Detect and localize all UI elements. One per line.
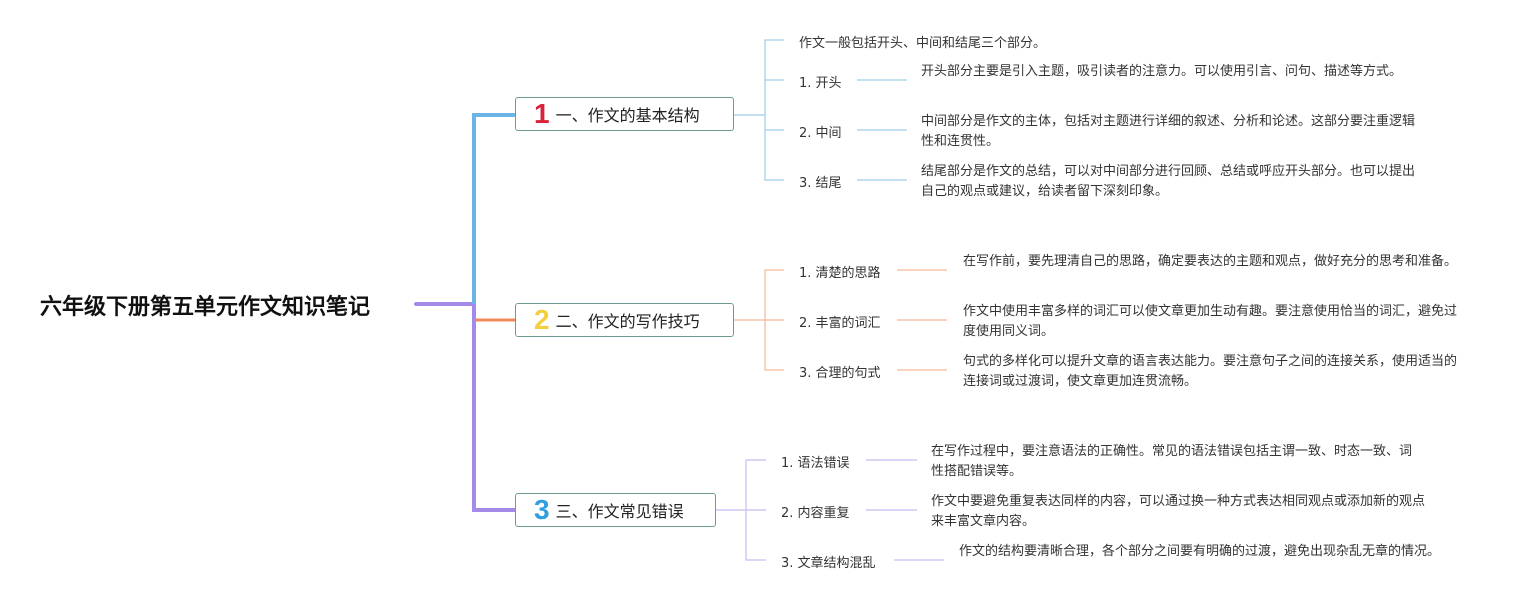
section-3-item-1-label[interactable]: 1. 语法错误 <box>781 456 850 471</box>
section-3-item-3-text[interactable]: 作文的结构要清晰合理，各个部分之间要有明确的过渡，避免出现杂乱无章的情况。 <box>959 544 1441 559</box>
section-1-intro[interactable]: 作文一般包括开头、中间和结尾三个部分。 <box>799 36 1047 51</box>
section-1-node[interactable]: 1 一、作文的基本结构 <box>515 97 734 131</box>
section-2-item-2-text[interactable]: 作文中使用丰富多样的词汇可以使文章更加生动有趣。要注意使用恰当的词汇，避免过度使… <box>963 304 1458 339</box>
section-3-number: 3 <box>534 494 550 525</box>
section-3-item-1-text[interactable]: 在写作过程中，要注意语法的正确性。常见的语法错误包括主谓一致、时态一致、词性搭配… <box>931 444 1413 479</box>
section-3-item-2-text[interactable]: 作文中要避免重复表达同样的内容，可以通过换一种方式表达相同观点或添加新的观点来丰… <box>931 494 1426 529</box>
section-1-item-1-text[interactable]: 开头部分主要是引入主题，吸引读者的注意力。可以使用引言、问句、描述等方式。 <box>921 64 1403 79</box>
section-3-item-3-label[interactable]: 3. 文章结构混乱 <box>781 556 876 571</box>
section-1-item-3-text[interactable]: 结尾部分是作文的总结，可以对中间部分进行回顾、总结或呼应开头部分。也可以提出自己… <box>921 164 1416 199</box>
section-1-item-3-label[interactable]: 3. 结尾 <box>799 176 842 191</box>
section-2-title: 二、作文的写作技巧 <box>555 312 700 331</box>
section-1-item-1-label[interactable]: 1. 开头 <box>799 76 842 91</box>
section-2-item-1-label[interactable]: 1. 清楚的思路 <box>799 266 881 281</box>
section-3-item-2-label[interactable]: 2. 内容重复 <box>781 506 850 521</box>
section-2-branches <box>734 269 947 371</box>
section-1-item-2-text[interactable]: 中间部分是作文的主体，包括对主题进行详细的叙述、分析和论述。这部分要注重逻辑性和… <box>921 114 1416 149</box>
section-1-item-2-label[interactable]: 2. 中间 <box>799 126 842 141</box>
section-3-title: 三、作文常见错误 <box>555 502 684 521</box>
section-2-node[interactable]: 2 二、作文的写作技巧 <box>515 303 734 337</box>
section-1-title: 一、作文的基本结构 <box>555 106 700 125</box>
section-2-item-1-text[interactable]: 在写作前，要先理清自己的思路，确定要表达的主题和观点，做好充分的思考和准备。 <box>963 254 1458 269</box>
section-2-number: 2 <box>534 304 550 335</box>
trunk-1 <box>472 113 515 304</box>
root-title[interactable]: 六年级下册第五单元作文知识笔记 <box>40 295 371 320</box>
section-3-branches <box>716 459 944 561</box>
section-2-item-3-text[interactable]: 句式的多样化可以提升文章的语言表达能力。要注意句子之间的连接关系，使用适当的连接… <box>963 354 1458 389</box>
trunk-3 <box>472 304 515 512</box>
section-1-branches <box>734 39 907 181</box>
section-2-item-2-label[interactable]: 2. 丰富的词汇 <box>799 316 881 331</box>
section-1-number: 1 <box>534 98 550 129</box>
section-3-node[interactable]: 3 三、作文常见错误 <box>515 493 716 527</box>
section-2-item-3-label[interactable]: 3. 合理的句式 <box>799 366 881 381</box>
